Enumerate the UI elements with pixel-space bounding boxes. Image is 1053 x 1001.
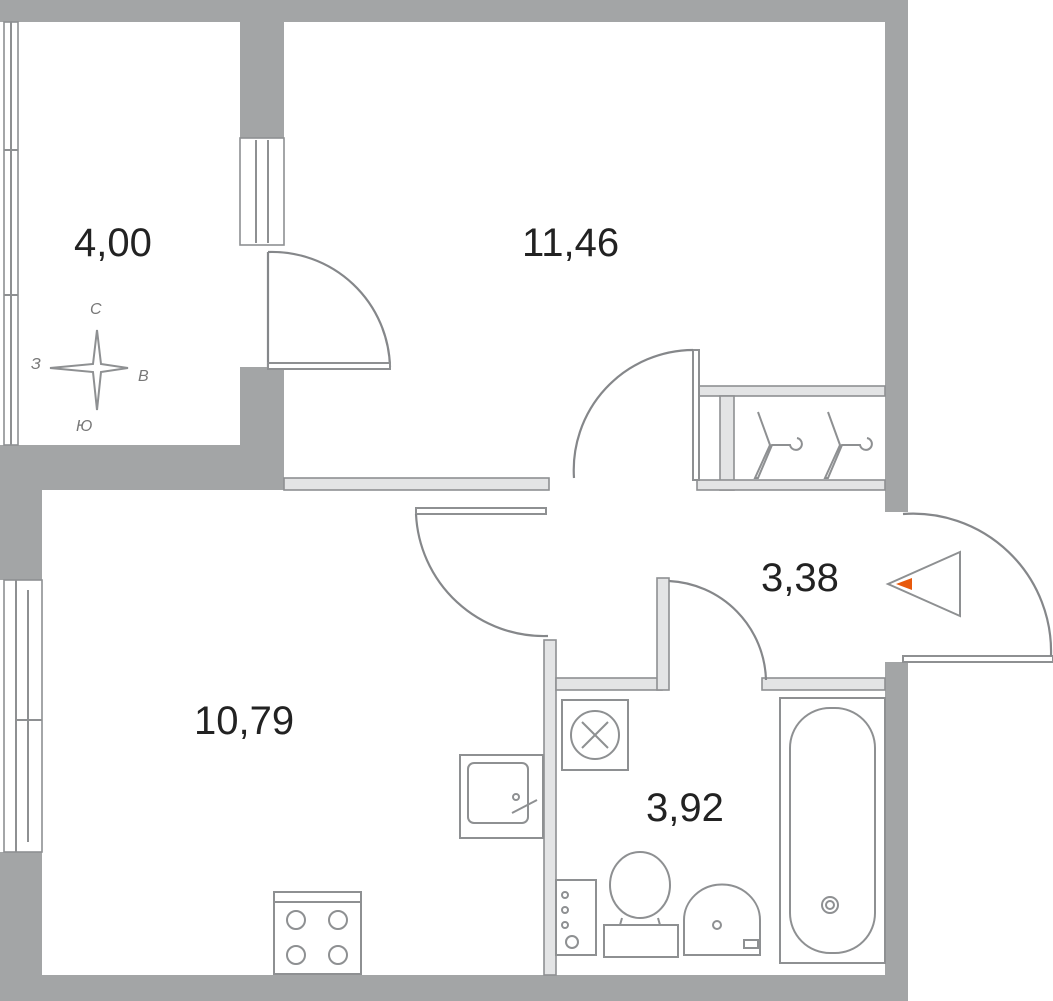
partitions (283, 385, 886, 976)
door-room (572, 348, 700, 481)
water-heater (555, 879, 597, 956)
area-label-bathroom: 3,92 (646, 786, 724, 830)
compass-east-label: В (138, 368, 149, 385)
compass: С Ю В З (31, 301, 149, 435)
door-window-balcony (239, 137, 285, 246)
corner-block (0, 0, 18, 22)
kitchen-sink (459, 754, 544, 839)
wardrobe-top (696, 385, 886, 397)
wardrobe-left (719, 395, 735, 491)
window-loggia (3, 21, 19, 446)
partition-kitchen-bath (543, 639, 557, 976)
wardrobe (753, 411, 873, 479)
top-wall (18, 0, 908, 22)
partition-bath-top-right (761, 677, 886, 691)
hanger-icon (753, 411, 803, 479)
area-label-kitchen: 10,79 (194, 699, 294, 743)
door-kitchen (414, 507, 549, 638)
area-label-hall: 3,38 (761, 556, 839, 600)
hanger-icon (823, 411, 873, 479)
area-label-room: 11,46 (522, 221, 619, 265)
doors (266, 250, 1053, 681)
windows (3, 21, 285, 853)
compass-north-label: С (90, 301, 102, 318)
partition-upper (240, 0, 284, 138)
compass-south-label: Ю (76, 418, 92, 435)
bathtub (779, 697, 886, 964)
compass-west-label: З (31, 356, 41, 373)
toilet (603, 851, 679, 958)
bottom-wall (0, 975, 908, 1001)
wardrobe-bottom (696, 479, 886, 491)
bathroom-sink (683, 883, 761, 956)
entrance-marker (885, 550, 961, 618)
door-loggia (266, 250, 392, 370)
entrance-arrow-icon (896, 578, 912, 590)
partition-bath-top-left (555, 677, 663, 691)
door-entrance (902, 512, 1053, 663)
left-wall-lower (0, 852, 42, 1001)
stove (273, 891, 362, 975)
loggia-wall (0, 445, 284, 490)
area-label-loggia: 4,00 (74, 221, 152, 265)
right-wall-upper (885, 0, 908, 512)
partition-hall-bath (656, 577, 670, 691)
right-wall-lower (885, 662, 908, 1001)
door-bathroom (668, 579, 768, 681)
partition-room-kitchen (283, 477, 550, 491)
walls (0, 0, 908, 1001)
window-kitchen (3, 579, 43, 853)
washing-machine (561, 699, 629, 771)
